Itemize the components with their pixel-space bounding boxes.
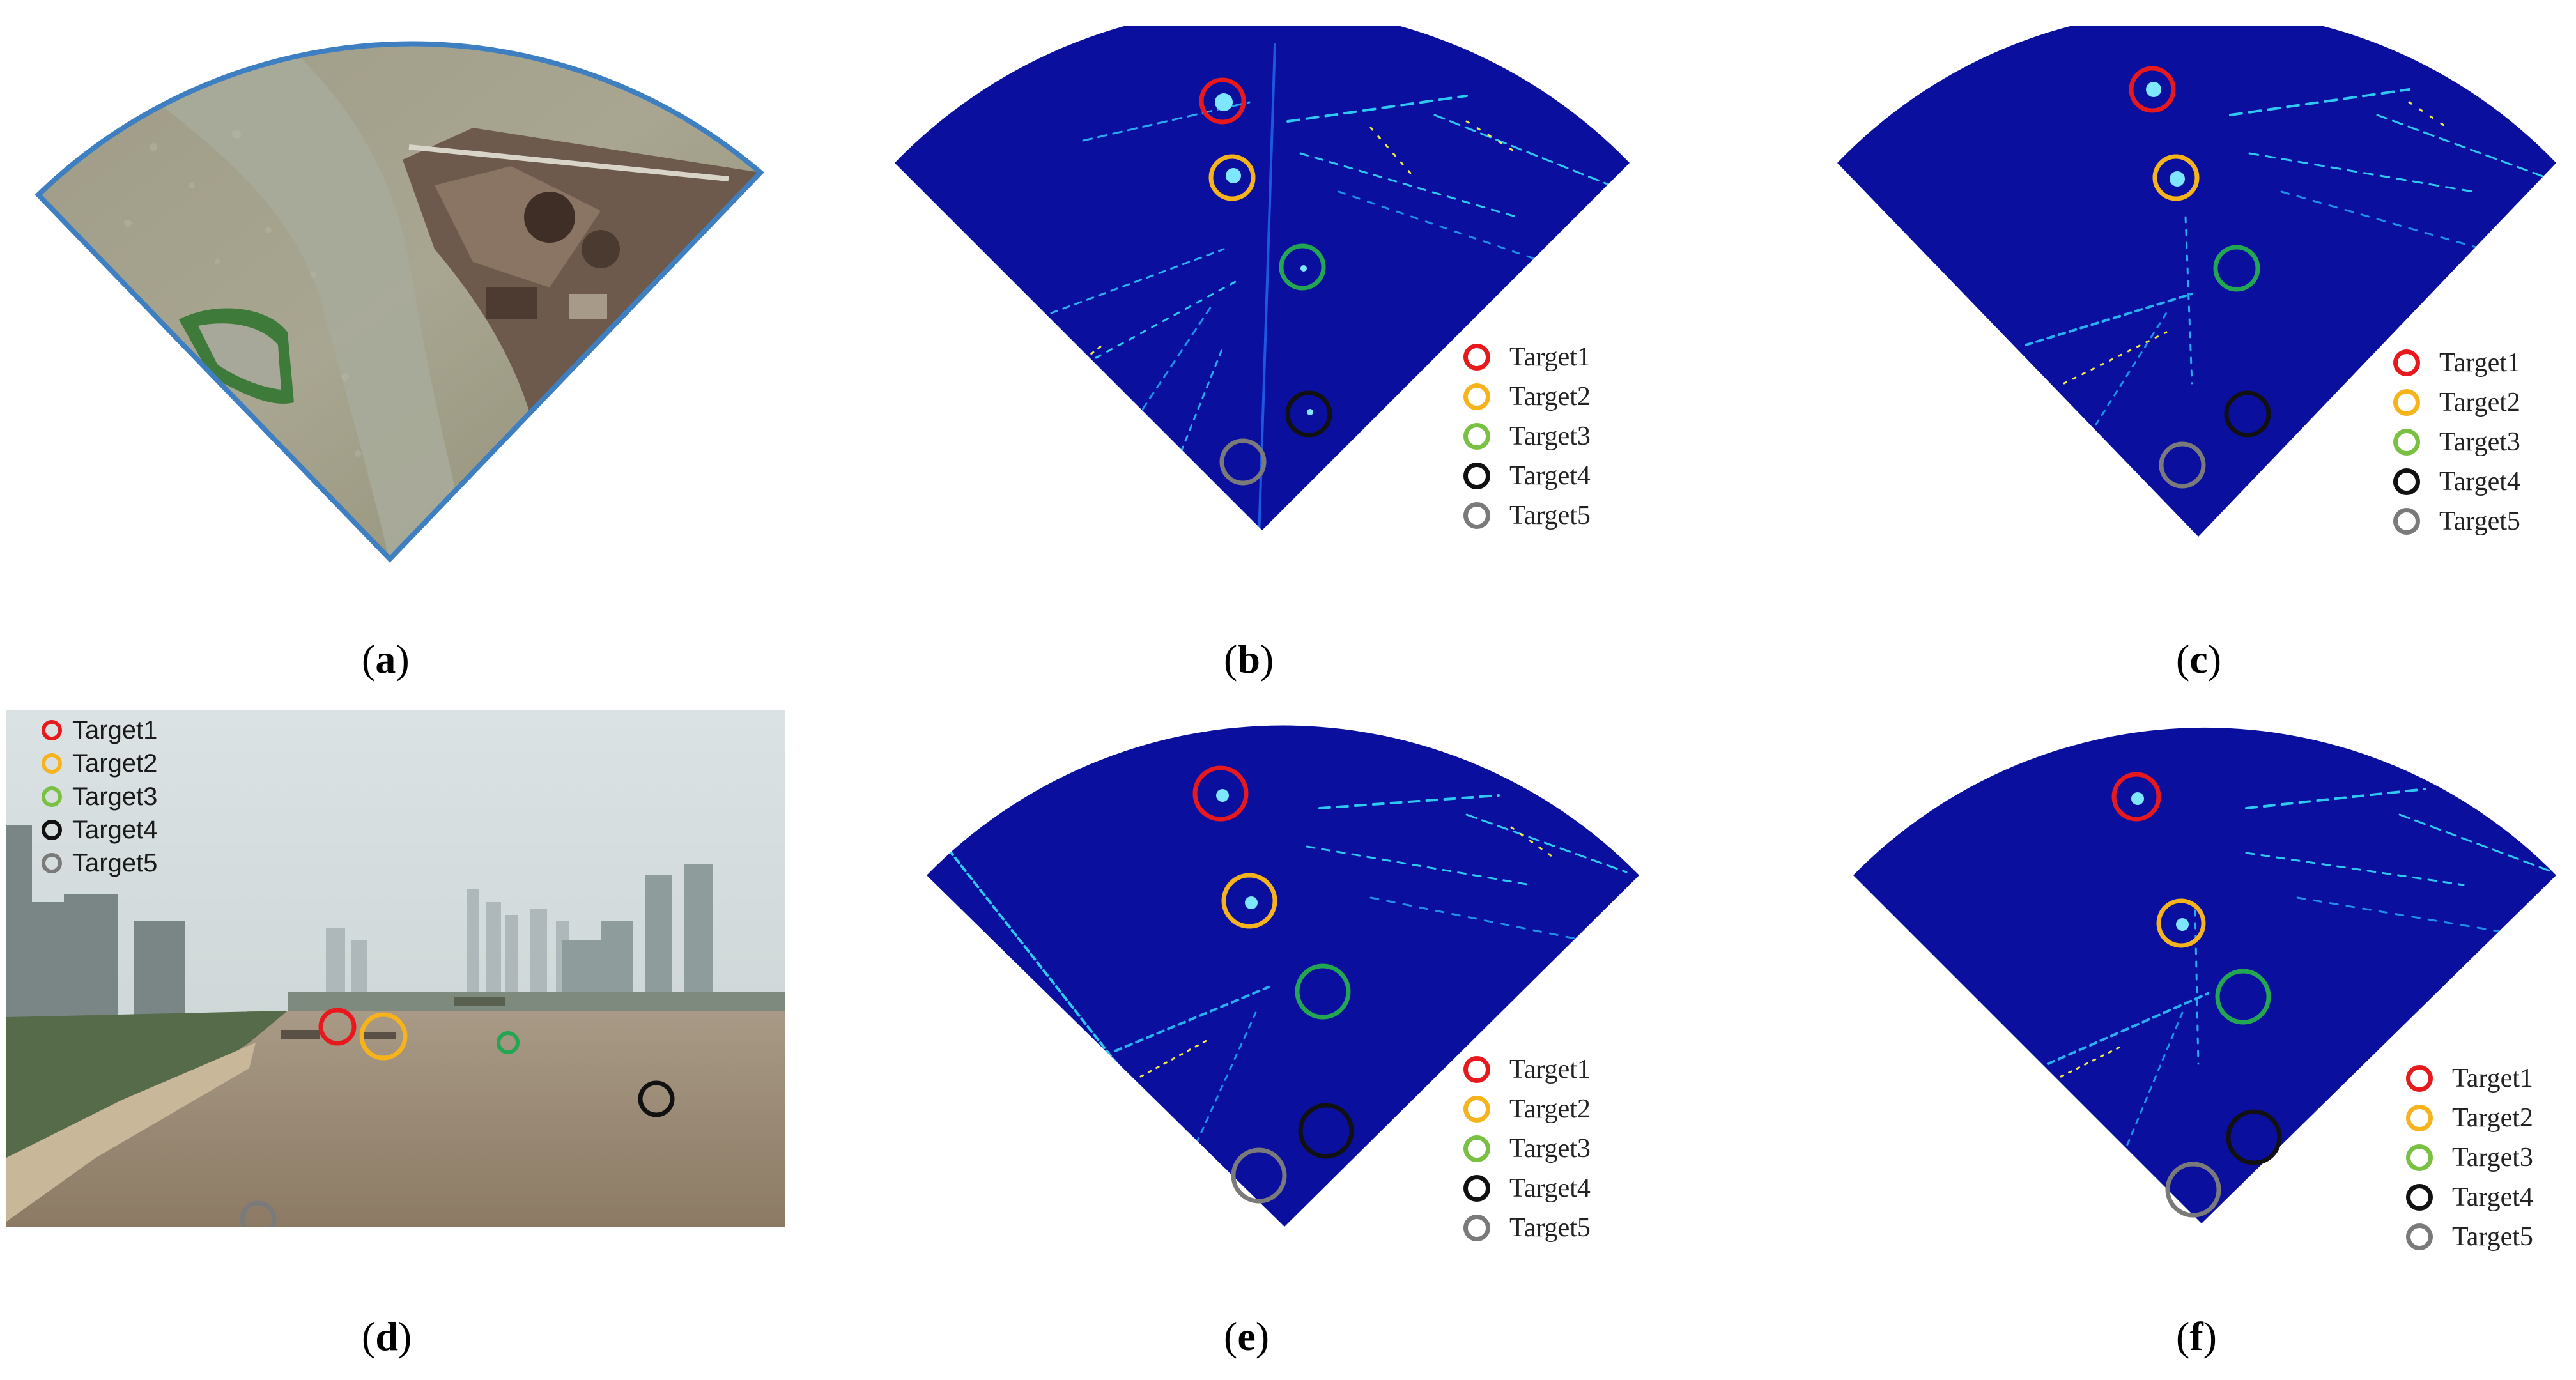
target5-marker-e xyxy=(1231,1147,1287,1204)
target4-ring-icon xyxy=(2406,1184,2433,1211)
target5-marker-c xyxy=(2159,441,2206,489)
legend-item-target3: Target3 xyxy=(1463,1129,1591,1169)
legend-item-target4: Target4 xyxy=(2393,462,2520,502)
target4-ring-icon xyxy=(1463,463,1490,489)
target5-marker-d xyxy=(240,1200,277,1227)
target1-ring-icon xyxy=(2406,1065,2433,1092)
legend-c: Target1 Target2 Target3 Target4 Target5 xyxy=(2393,343,2520,541)
target2-marker-d xyxy=(359,1012,408,1061)
target4-marker-c xyxy=(2224,390,2271,438)
caption-c: (c) xyxy=(2176,636,2222,682)
target1-marker-f xyxy=(2111,772,2161,822)
radar-image-c xyxy=(1837,26,2556,537)
target4-marker-f xyxy=(2226,1109,2282,1165)
legend-item-target5: Target5 xyxy=(2393,502,2520,541)
target1-marker-b xyxy=(1199,77,1246,125)
target1-marker-e xyxy=(1192,765,1249,822)
target3-ring-icon xyxy=(2393,429,2420,456)
target2-ring-icon xyxy=(42,753,62,774)
target3-marker-f xyxy=(2215,969,2271,1025)
target2-ring-icon xyxy=(2393,389,2420,416)
legend-item-target3: Target3 xyxy=(42,780,157,813)
target5-ring-icon xyxy=(2406,1223,2433,1250)
target5-ring-icon xyxy=(42,853,62,873)
legend-b: Target1 Target2 Target3 Target4 Target5 xyxy=(1463,337,1591,535)
target1-ring-icon xyxy=(1463,344,1490,371)
target2-marker-c xyxy=(2152,154,2200,201)
target5-ring-icon xyxy=(1463,502,1490,529)
target3-marker-c xyxy=(2213,245,2260,292)
target2-ring-icon xyxy=(1463,1096,1490,1123)
legend-item-target2: Target2 xyxy=(2393,383,2520,422)
legend-item-target4: Target4 xyxy=(2406,1177,2533,1217)
target1-ring-icon xyxy=(2393,349,2420,376)
target1-ring-icon xyxy=(1463,1056,1490,1083)
target2-marker-f xyxy=(2156,898,2206,948)
legend-item-target1: Target1 xyxy=(2406,1059,2533,1098)
target3-marker-e xyxy=(1295,963,1351,1020)
target4-marker-e xyxy=(1298,1103,1354,1159)
target1-ring-icon xyxy=(42,720,62,740)
legend-item-target1: Target1 xyxy=(42,714,157,747)
target3-ring-icon xyxy=(1463,1135,1490,1162)
legend-item-target4: Target4 xyxy=(1463,1169,1591,1208)
target2-marker-e xyxy=(1221,873,1277,929)
target1-marker-d xyxy=(318,1008,357,1046)
target3-marker-b xyxy=(1279,243,1326,291)
legend-d: Target1 Target2 Target3 Target4 Target5 xyxy=(42,714,157,880)
legend-item-target3: Target3 xyxy=(1463,417,1591,456)
target3-ring-icon xyxy=(42,786,62,807)
satellite-sector-image xyxy=(35,41,764,563)
target3-ring-icon xyxy=(1463,423,1490,450)
caption-b: (b) xyxy=(1224,636,1274,682)
radar-image-f xyxy=(1853,727,2556,1223)
target4-ring-icon xyxy=(1463,1175,1490,1202)
legend-item-target3: Target3 xyxy=(2393,422,2520,462)
legend-f: Target1 Target2 Target3 Target4 Target5 xyxy=(2406,1059,2533,1257)
legend-e: Target1 Target2 Target3 Target4 Target5 xyxy=(1463,1050,1591,1248)
legend-item-target1: Target1 xyxy=(1463,337,1591,377)
legend-item-target2: Target2 xyxy=(42,747,157,780)
legend-item-target3: Target3 xyxy=(2406,1138,2533,1177)
legend-item-target2: Target2 xyxy=(1463,377,1591,417)
legend-item-target1: Target1 xyxy=(1463,1050,1591,1089)
legend-item-target2: Target2 xyxy=(1463,1089,1591,1129)
target3-marker-d xyxy=(497,1031,520,1054)
caption-f: (f) xyxy=(2176,1314,2217,1359)
target5-ring-icon xyxy=(1463,1215,1490,1241)
target2-ring-icon xyxy=(2406,1105,2433,1131)
legend-item-target5: Target5 xyxy=(1463,1208,1591,1248)
target4-ring-icon xyxy=(42,820,62,840)
legend-item-target4: Target4 xyxy=(42,813,157,847)
caption-a: (a) xyxy=(362,636,410,682)
caption-e: (e) xyxy=(1224,1314,1270,1359)
legend-item-target5: Target5 xyxy=(42,847,157,880)
target5-ring-icon xyxy=(2393,508,2420,535)
target4-marker-d xyxy=(638,1080,675,1117)
legend-item-target2: Target2 xyxy=(2406,1098,2533,1138)
target4-ring-icon xyxy=(2393,468,2420,495)
target2-marker-b xyxy=(1208,154,1256,201)
target1-marker-c xyxy=(2129,66,2176,113)
legend-item-target1: Target1 xyxy=(2393,343,2520,383)
target3-ring-icon xyxy=(2406,1144,2433,1171)
target4-marker-b xyxy=(1285,390,1332,438)
target2-ring-icon xyxy=(1463,383,1490,410)
target5-marker-b xyxy=(1219,438,1267,486)
river-photo xyxy=(6,710,785,1227)
legend-item-target5: Target5 xyxy=(2406,1217,2533,1257)
radar-image-b xyxy=(895,26,1630,531)
legend-item-target4: Target4 xyxy=(1463,456,1591,496)
legend-item-target5: Target5 xyxy=(1463,496,1591,535)
target5-marker-f xyxy=(2165,1162,2221,1218)
caption-d: (d) xyxy=(362,1314,412,1359)
radar-image-e xyxy=(927,725,1639,1227)
